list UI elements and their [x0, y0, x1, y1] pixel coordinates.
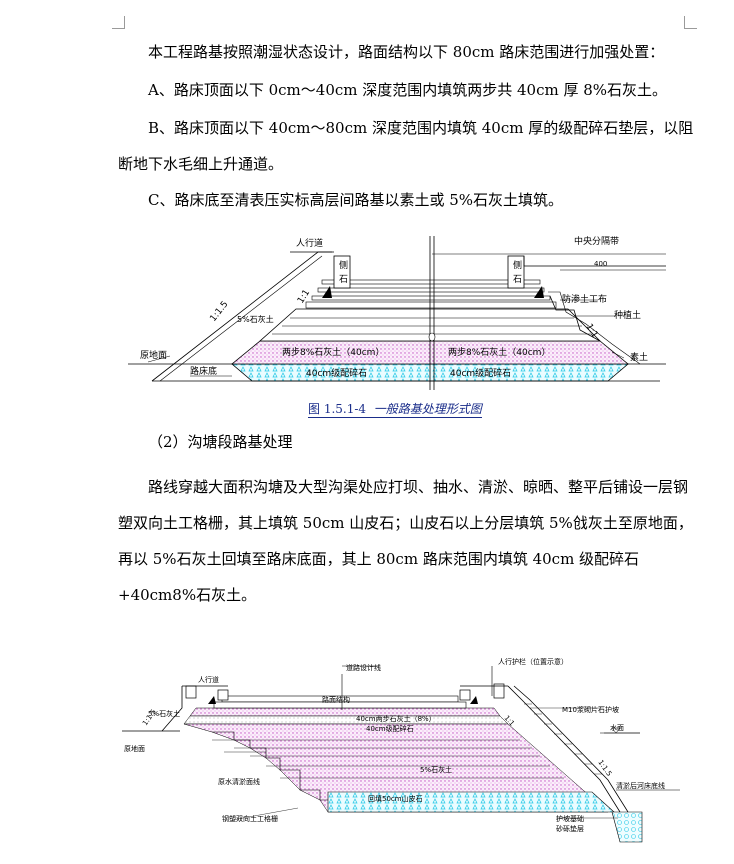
fig1-label-topsoil: 种植土 — [614, 309, 641, 321]
paragraph-intro: 本工程路基按照潮湿状态设计，路面结构以下 80cm 路床范围进行加强处置： — [148, 43, 665, 61]
fig2-label-after-clearing: 原水清淤面线 — [218, 777, 260, 786]
fig1-label-median: 中央分隔带 — [574, 235, 619, 247]
fig2-label-sidewalk: 人行道 — [198, 675, 219, 684]
fig2-revetment — [507, 685, 621, 813]
fig2-label-sidewalk-rail: 人行护栏（位置示意） — [498, 657, 568, 666]
fig2-label-gravel: 40cm级配碎石 — [366, 724, 414, 733]
crop-mark-top-right — [684, 16, 697, 29]
fig2-label-cleared-bottom: 清淤后河床底线 — [616, 781, 665, 790]
crop-mark-top-left — [112, 16, 125, 29]
fig2-label-stone: 回填50cm山皮石 — [368, 794, 423, 803]
fig1-label-curb-right-2: 石 — [513, 275, 522, 285]
fig1-curb-right — [507, 255, 525, 289]
paragraph-item-b: B、路床顶面以下 40cm～80cm 深度范围内填筑 40cm 厚的级配碎石垫层… — [118, 119, 694, 173]
fig1-label-subgrade-bottom: 路床底 — [190, 365, 217, 377]
fig1-label-lime5: 5%石灰土 — [237, 314, 274, 324]
fig1-label-curb-left-1: 侧 — [339, 259, 348, 271]
fig2-gravel-layer — [183, 715, 509, 725]
fig1-label-lime8-left: 两步8%石灰土（40cm） — [282, 346, 384, 358]
fig1-label-original-ground: 原地面 — [140, 349, 167, 361]
fig1-label-slope-left: 1:1.5 — [208, 300, 230, 324]
fig1-label-median-width: 400 — [594, 260, 607, 268]
figure-pond-subgrade: 道路设计线 人行护栏（位置示意） 人行道 路面结构 1:1.5 5%石灰土 40… — [122, 657, 680, 843]
figure1-caption-text: 一般路基处理形式图 — [373, 402, 482, 416]
fig2-label-cushion: 砂砾垫层 — [556, 824, 584, 833]
paragraph-pond-treatment: 路线穿越大面积沟塘及大型沟渠处应打坝、抽水、清淤、晾晒、整平后铺设一层钢塑双向土… — [118, 478, 693, 604]
fig2-label-lime5-top: 5%石灰土 — [148, 709, 180, 718]
figure1-caption: 图 1.5.1-4 一般路基处理形式图 — [308, 402, 482, 418]
fig1-label-plain-soil: 素土 — [630, 351, 648, 363]
fig1-label-lime8-right: 两步8%石灰土（40cm） — [448, 346, 550, 358]
fig2-label-water-level: 水面 — [610, 723, 624, 732]
fig1-label-gravel-left: 40cm级配碎石 — [306, 367, 367, 379]
fig2-label-lime8: 40cm两步石灰土（8%） — [356, 714, 436, 723]
fig1-curb-left — [333, 255, 351, 289]
fig2-label-geogrid: 钢塑双向土工格栅 — [222, 814, 278, 823]
fig1-label-curb-right-1: 侧 — [513, 259, 522, 271]
fig2-label-revetment: M10浆砌片石护坡 — [562, 705, 619, 714]
figure1-caption-number: 图 1.5.1-4 — [308, 402, 367, 416]
section-heading: （2）沟塘段路基处理 — [148, 433, 293, 451]
fig1-label-gravel-right: 40cm级配碎石 — [450, 367, 511, 379]
fig1-label-geotextile: 防渗土工布 — [562, 293, 607, 305]
paragraph-item-a: A、路床顶面以下 0cm～40cm 深度范围内填筑两步共 40cm 厚 8%石灰… — [148, 81, 668, 99]
fig2-label-slope-right: 1:1.5 — [596, 759, 613, 778]
figure-general-subgrade: 人行道 侧 石 侧 石 中央分隔带 400 1:1.5 1:1 5%石灰土 防渗… — [128, 235, 666, 390]
fig2-label-pavement: 路面结构 — [322, 695, 350, 704]
fig2-label-original-ground: 原地面 — [124, 744, 145, 753]
fig1-label-curb-left-2: 石 — [339, 275, 348, 285]
fig1-label-sidewalk: 人行道 — [296, 237, 323, 249]
fig2-label-foundation: 护坡基础 — [556, 814, 584, 823]
paragraph-item-c: C、路床底至清表压实标高层间路基以素土或 5%石灰土填筑。 — [148, 191, 564, 209]
fig2-label-lime5-mid: 5%石灰土 — [420, 765, 452, 774]
fig2-label-design-line: 道路设计线 — [346, 663, 381, 672]
